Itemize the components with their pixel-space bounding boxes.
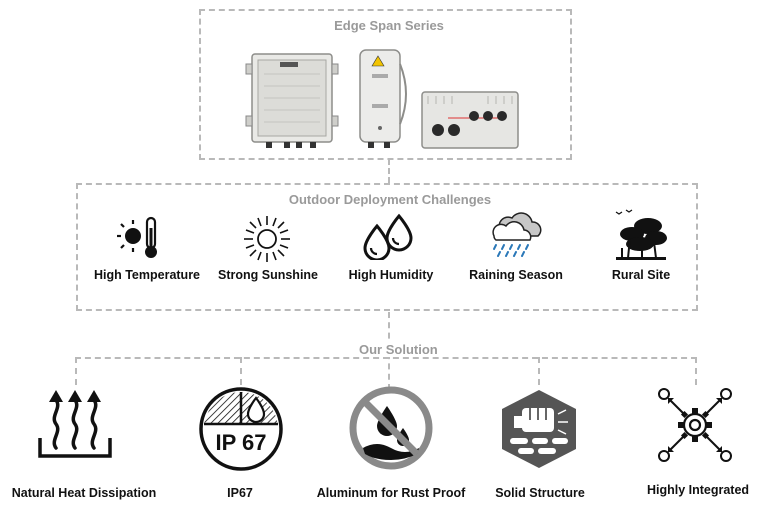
no-water-rust-icon [347,384,435,472]
connector-solution-4 [538,357,540,385]
solution-label-aluminum-rust-proof: Aluminum for Rust Proof [316,486,466,500]
rain-cloud-icon [486,210,548,260]
forest-icon [612,208,670,264]
device-enclosure-large [244,44,344,150]
ip67-badge-icon: IP 67 [198,386,284,472]
solution-label-natural-heat-dissipation: Natural Heat Dissipation [11,486,157,500]
solution-label-ip67: IP67 [227,486,253,500]
device-enclosure-connectors [418,86,522,152]
thermometer-sun-icon [117,214,163,262]
challenge-label-high-temperature: High Temperature [93,268,201,282]
water-drops-icon [361,212,417,260]
challenges-title: Outdoor Deployment Challenges [280,192,500,207]
solution-bus-line [75,357,697,359]
heat-waves-icon [36,386,114,462]
series-box [199,9,572,160]
series-title: Edge Span Series [320,18,458,33]
solution-label-solid-structure: Solid Structure [495,486,585,500]
solution-label-highly-integrated: Highly Integrated [646,483,750,497]
gear-network-icon [654,384,736,466]
challenge-label-raining-season: Raining Season [469,268,563,282]
challenge-label-high-humidity: High Humidity [348,268,434,282]
connector-solution-1 [75,357,77,385]
fist-hexagon-icon [496,386,582,472]
sun-icon [242,214,292,264]
device-enclosure-side [354,44,414,150]
challenge-label-strong-sunshine: Strong Sunshine [218,268,318,282]
connector-series-challenges [388,159,390,183]
connector-solution-5 [695,357,697,385]
connector-solution-2 [240,357,242,385]
challenge-label-rural-site: Rural Site [611,268,671,282]
challenges-box [76,183,698,311]
solution-title: Our Solution [355,342,438,357]
ip67-badge-text: IP 67 [216,430,267,455]
